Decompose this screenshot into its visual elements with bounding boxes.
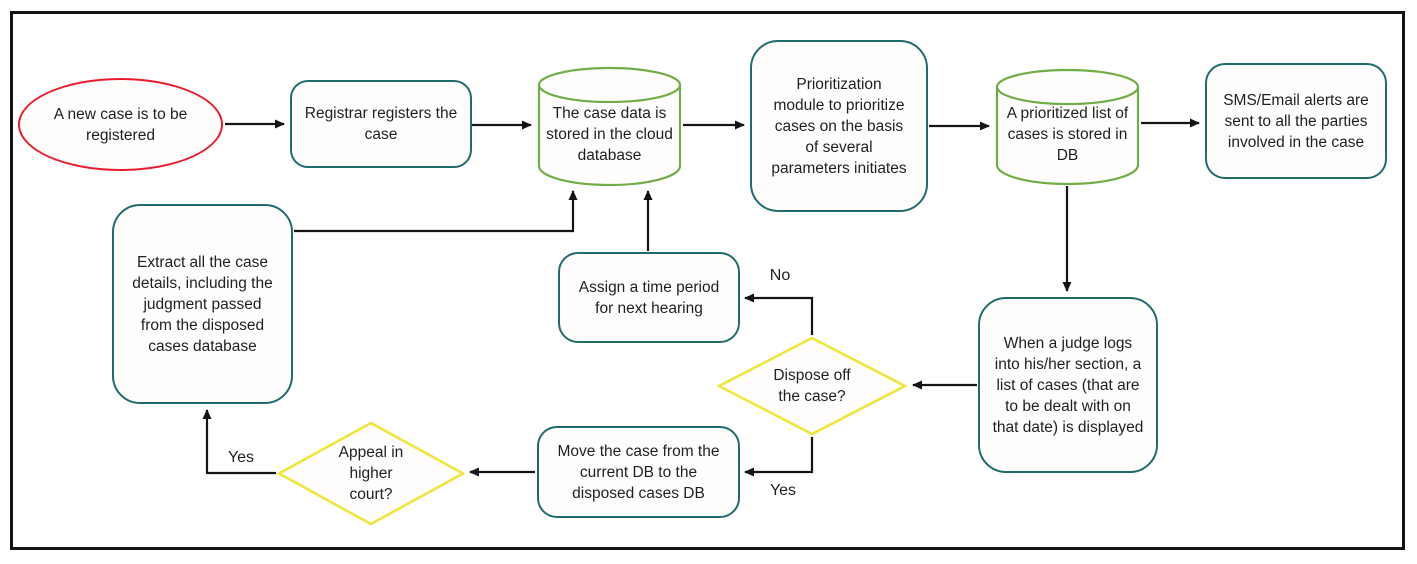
move-case-box: Move the case from the current DB to the…	[537, 426, 740, 518]
cylinder-shape	[995, 68, 1140, 185]
assign-hearing-box: Assign a time period for next hearing	[558, 252, 740, 343]
move-case-label: Move the case from the current DB to the…	[557, 442, 720, 502]
extract-details-box: Extract all the case details, including …	[112, 204, 293, 404]
registrar-box: Registrar registers the case	[290, 80, 472, 168]
prioritized-db-cylinder: A prioritized list of cases is stored in…	[995, 68, 1140, 185]
sms-alerts-box: SMS/Email alerts are sent to all the par…	[1205, 63, 1387, 179]
dispose-decision-label: Dispose off the case?	[773, 367, 851, 405]
diamond-shape	[277, 421, 465, 526]
prioritization-label: Prioritization module to prioritize case…	[771, 75, 907, 177]
edge-dispose-yes-move	[744, 437, 814, 477]
sms-alerts-label: SMS/Email alerts are sent to all the par…	[1223, 91, 1369, 151]
start-ellipse: A new case is to be registered	[18, 78, 223, 171]
dispose-decision-diamond: Dispose off the case?	[717, 336, 907, 436]
cylinder-shape	[537, 66, 682, 186]
edge-dispose-no-assign	[744, 293, 814, 335]
prioritized-db-label: A prioritized list of cases is stored in…	[1006, 105, 1129, 164]
extract-details-label: Extract all the case details, including …	[132, 253, 273, 355]
edge-label-yes-appeal: Yes	[227, 449, 255, 466]
edge-label-no: No	[769, 267, 791, 284]
cloud-db-cylinder: The case data is stored in the cloud dat…	[537, 66, 682, 186]
edge-extract-clouddb	[294, 190, 578, 233]
diamond-shape	[717, 336, 907, 436]
diagram-border	[10, 11, 1405, 550]
judge-login-label: When a judge logs into his/her section, …	[992, 334, 1144, 436]
prioritization-box: Prioritization module to prioritize case…	[750, 40, 928, 212]
edge-label-yes-dispose: Yes	[769, 482, 797, 499]
cloud-db-label: The case data is stored in the cloud dat…	[546, 104, 673, 164]
judge-login-box: When a judge logs into his/her section, …	[978, 297, 1158, 473]
registrar-label: Registrar registers the case	[304, 105, 458, 143]
appeal-decision-label: Appeal in higher court?	[338, 444, 404, 503]
edge-appeal-yes-extract	[202, 409, 276, 475]
assign-hearing-label: Assign a time period for next hearing	[578, 278, 720, 317]
start-label: A new case is to be registered	[53, 105, 188, 144]
appeal-decision-diamond: Appeal in higher court?	[277, 421, 465, 526]
